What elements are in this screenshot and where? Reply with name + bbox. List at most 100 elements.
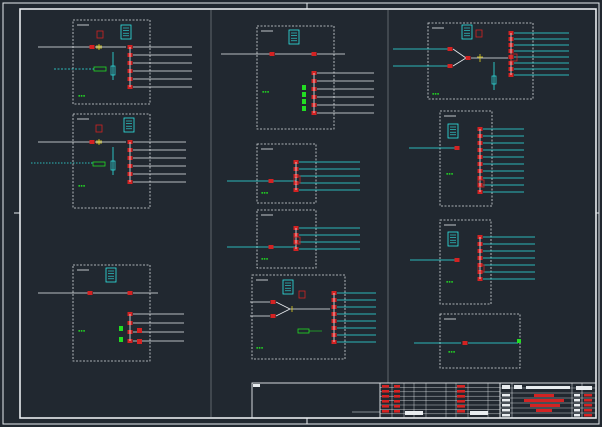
title-block-red-text	[457, 405, 465, 408]
breaker-icon	[270, 300, 276, 304]
cabinet-meter-icon	[105, 267, 117, 283]
annotation-label: ▪▪▪	[261, 256, 269, 261]
cabinet-meter-icon	[123, 117, 135, 133]
title-block-red-text	[534, 394, 554, 397]
indicator-green	[119, 326, 123, 331]
indicator-green	[302, 106, 306, 111]
wire	[275, 308, 291, 317]
title-block-red-text	[394, 405, 400, 408]
title-block-red-text	[530, 404, 560, 407]
cabinet-enclosure	[439, 219, 492, 305]
ct-icon	[110, 160, 116, 171]
cabinet-enclosure	[427, 22, 534, 100]
title-block-red-text	[457, 410, 465, 413]
column-dividers	[210, 10, 389, 417]
panel-diagrams	[31, 19, 569, 369]
breaker-icon	[311, 52, 317, 56]
title-block-white-text	[574, 394, 580, 397]
cabinet-enclosure	[256, 25, 335, 130]
terminal-block	[297, 328, 310, 334]
title-block-red-text	[382, 405, 389, 408]
cabinet-meter-icon	[461, 24, 473, 40]
title-block-red-text	[394, 410, 400, 413]
relay-icon	[293, 175, 301, 184]
cabinet-meter-icon	[282, 279, 294, 295]
cabinet-enclosure	[72, 264, 151, 362]
wire	[452, 57, 467, 67]
breaker-icon	[89, 140, 95, 144]
breaker-icon	[454, 258, 460, 262]
relay-icon	[95, 124, 103, 133]
breaker-icon	[447, 64, 453, 68]
cabinet-enclosure	[256, 143, 317, 204]
title-block-red-text	[524, 399, 564, 402]
relay-icon	[96, 30, 104, 39]
breaker-icon	[454, 146, 460, 150]
title-block-red-text	[382, 385, 389, 388]
title-block-white-bar	[470, 411, 488, 415]
breaker-icon	[447, 47, 453, 51]
title-block-white-text	[574, 414, 580, 417]
breaker-icon	[465, 56, 471, 60]
title-block-red-text	[584, 394, 592, 397]
title-block-white-text	[502, 414, 510, 417]
title-block-border	[251, 382, 597, 419]
annotation-label: ▪▪▪	[261, 190, 269, 195]
title-block-white-text	[502, 394, 510, 397]
title-block-red-text	[584, 404, 592, 407]
breaker-icon	[87, 291, 93, 295]
wire	[452, 48, 467, 59]
breaker-icon	[270, 314, 276, 318]
title-block-red-text	[457, 385, 465, 388]
title-block-red-text	[394, 395, 400, 398]
annotation-label: ▪▪▪	[262, 89, 270, 94]
ct-icon	[110, 65, 116, 76]
title-block-white-text	[574, 399, 580, 402]
title-block-red-text	[457, 395, 465, 398]
relay-icon	[510, 53, 518, 62]
annotation-label: ▪▪▪	[78, 183, 86, 188]
indicator-green	[517, 339, 521, 343]
title-block-red-text	[584, 414, 592, 417]
title-block-logo	[502, 385, 510, 389]
breaker-icon	[137, 328, 142, 333]
terminal-block	[93, 66, 107, 72]
title-block-white-bar	[576, 386, 592, 390]
title-block-red-text	[394, 390, 400, 393]
title-block-red-text	[584, 409, 592, 412]
title-block-red-text	[457, 400, 465, 403]
relay-icon	[475, 29, 483, 38]
annotation-label: ▪▪▪	[446, 279, 454, 284]
annotation-label: ▪▪▪	[256, 345, 264, 350]
indicator-green	[302, 85, 306, 90]
annotation-label: ▪▪▪	[78, 328, 86, 333]
title-block-mark	[253, 384, 260, 387]
title-block-red-text	[382, 395, 389, 398]
title-block-red-text	[382, 410, 389, 413]
cabinet-meter-icon	[447, 231, 459, 247]
cabinet-enclosure	[72, 19, 151, 105]
title-block-logo	[514, 385, 522, 389]
relay-icon	[298, 290, 306, 299]
breaker-icon	[137, 339, 142, 344]
title-block-red-text	[584, 399, 592, 402]
terminal-block	[92, 161, 106, 167]
title-block-red-text	[382, 400, 389, 403]
ct-icon	[491, 75, 497, 85]
wire	[275, 301, 291, 310]
title-block-white-text	[502, 409, 510, 412]
indicator-green	[302, 99, 306, 104]
indicator-green	[119, 337, 123, 342]
title-block-white-text	[574, 409, 580, 412]
title-block-white-bar	[526, 386, 570, 389]
relay-icon	[477, 264, 485, 273]
title-block-red-text	[394, 400, 400, 403]
breaker-icon	[268, 179, 274, 183]
breaker-icon	[462, 341, 468, 345]
title-block-white-text	[502, 404, 510, 407]
annotation-label: ▪▪▪	[448, 349, 456, 354]
cabinet-enclosure	[256, 209, 317, 269]
cabinet-meter-icon	[447, 123, 459, 139]
